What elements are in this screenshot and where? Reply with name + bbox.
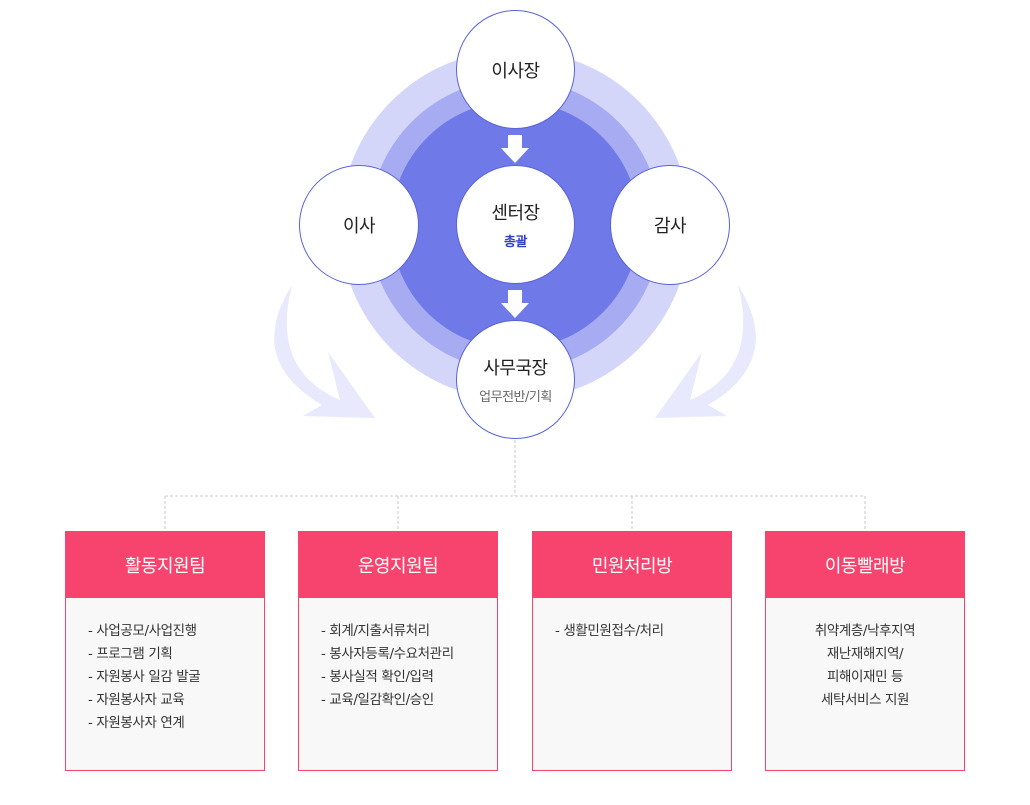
team-name: 이동빨래방 [766,532,964,598]
team-task-list: - 생활민원접수/처리 [533,598,731,643]
left-curved-arrow [274,285,375,418]
team-task: 세탁서비스 지원 [820,692,910,708]
team-task: 재난재해지역/ [826,646,904,662]
team-card-mobile-laundry: 이동빨래방 취약계층/낙후지역 재난재해지역/ 피해이재민 등 세탁서비스 지원 [765,531,965,771]
team-task: - 봉사자등록/수요처관리 [321,646,454,662]
team-task-list: 취약계층/낙후지역 재난재해지역/ 피해이재민 등 세탁서비스 지원 [766,598,964,712]
right-curved-arrow [655,285,756,418]
node-title: 이사 [342,216,376,237]
team-task: 피해이재민 등 [826,669,903,685]
team-task: - 자원봉사자 교육 [88,692,185,708]
team-task-list: - 사업공모/사업진행 - 프로그램 기획 - 자원봉사 일감 발굴 - 자원봉… [66,598,264,735]
node-role: 업무전반/기획 [479,390,552,405]
node-title: 이사장 [491,60,540,82]
team-task: - 사업공모/사업진행 [88,623,197,639]
team-task-list: - 회계/지출서류처리 - 봉사자등록/수요처관리 - 봉사실적 확인/입력 -… [299,598,497,712]
team-name: 활동지원팀 [66,532,264,598]
team-card-operations-support: 운영지원팀 - 회계/지출서류처리 - 봉사자등록/수요처관리 - 봉사실적 확… [298,531,498,771]
team-task: - 회계/지출서류처리 [321,623,430,639]
team-card-complaint-handling: 민원처리방 - 생활민원접수/처리 [532,531,732,771]
team-card-activity-support: 활동지원팀 - 사업공모/사업진행 - 프로그램 기획 - 자원봉사 일감 발굴… [65,531,265,771]
node-title: 센터장 [491,203,540,224]
team-task: - 봉사실적 확인/입력 [321,669,434,685]
node-center-head: 센터장 총괄 [456,165,575,284]
team-task: - 교육/일감확인/승인 [321,692,434,708]
node-role: 총괄 [504,235,527,250]
team-name: 민원처리방 [533,532,731,598]
node-auditor: 감사 [610,165,730,285]
node-title: 감사 [653,216,687,237]
team-name: 운영지원팀 [299,532,497,598]
team-task: - 자원봉사 일감 발굴 [88,669,201,685]
team-task: 취약계층/낙후지역 [814,623,916,639]
node-chairman: 이사장 [456,10,575,129]
connector-lines [164,440,866,531]
team-task: - 자원봉사자 연계 [88,715,185,731]
node-secretary-general: 사무국장 업무전반/기획 [456,320,575,439]
arrow-down-icon [501,290,529,318]
arrow-down-icon [501,135,529,163]
node-director: 이사 [299,165,419,285]
team-task: - 프로그램 기획 [88,646,173,662]
node-title: 사무국장 [483,358,548,379]
team-task: - 생활민원접수/처리 [555,623,664,639]
